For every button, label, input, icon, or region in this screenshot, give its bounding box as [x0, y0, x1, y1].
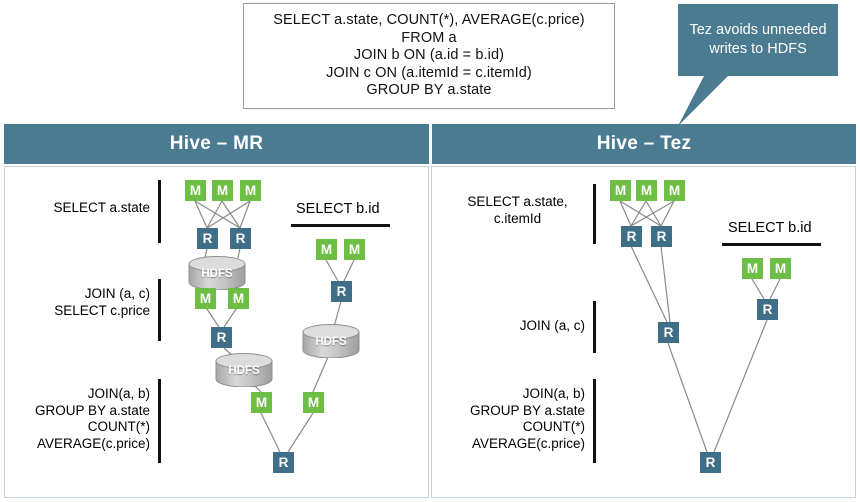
query-line-3: JOIN b ON (a.id = b.id)	[353, 47, 505, 64]
query-line-2: FROM a	[401, 29, 457, 46]
query-line-1: SELECT a.state, COUNT(*), AVERAGE(c.pric…	[273, 12, 585, 29]
mr-mapper-node: M	[228, 288, 249, 309]
mr-subhead-select-bid: SELECT b.id	[296, 201, 380, 217]
query-line-5: GROUP BY a.state	[366, 82, 492, 99]
mr-hdfs-store: HDFS	[188, 256, 246, 291]
mr-hdfs-store: HDFS	[215, 353, 273, 388]
callout-text: Tez avoids unneeded writes to HDFS	[689, 22, 827, 57]
hdfs-label: HDFS	[228, 365, 260, 377]
hdfs-cylinder-icon	[188, 256, 246, 291]
mr-stage-label-1: SELECT a.state	[53, 200, 150, 215]
mr-mapper-node: M	[195, 288, 216, 309]
mr-final-reducer-node: R	[273, 452, 294, 473]
callout-tail-icon	[678, 74, 730, 126]
tez-final-reducer-node: R	[700, 452, 721, 473]
tez-stage-label-3: JOIN(a, b) GROUP BY a.state COUNT(*) AVE…	[469, 386, 585, 451]
mr-stage-label-3: JOIN(a, b) GROUP BY a.state COUNT(*) AVE…	[34, 386, 150, 451]
mr-branch-mapper-node: M	[316, 239, 337, 260]
mr-bottom-mapper-node: M	[251, 392, 272, 413]
tez-stage-bar-1	[593, 184, 596, 244]
tez-branch-mapper-node: M	[770, 258, 791, 279]
callout-box: Tez avoids unneeded writes to HDFS	[678, 4, 838, 76]
hdfs-cylinder-icon	[302, 324, 360, 359]
mr-stage-bar-2	[158, 279, 161, 341]
mr-mapper-node: M	[212, 180, 233, 201]
mr-reducer-node: R	[197, 228, 218, 249]
tez-reducer-node: R	[651, 226, 672, 247]
comparison-header-bar: Hive – MR Hive – Tez	[4, 124, 856, 164]
mr-branch-reducer-node: R	[331, 281, 352, 302]
mr-hdfs-store: HDFS	[302, 324, 360, 359]
mr-reducer-node: R	[211, 327, 232, 348]
tez-mapper-node: M	[664, 180, 685, 201]
tez-stage-label-1: SELECT a.state, c.itemId	[467, 194, 568, 226]
mr-mapper-node: M	[240, 180, 261, 201]
tez-branch-mapper-node: M	[742, 258, 763, 279]
callout: Tez avoids unneeded writes to HDFS	[678, 4, 838, 126]
mr-stage-bar-3	[158, 379, 161, 463]
sql-query-box: SELECT a.state, COUNT(*), AVERAGE(c.pric…	[243, 3, 615, 109]
hdfs-cylinder-icon	[215, 353, 273, 388]
tez-subhead-rule	[722, 243, 821, 246]
tez-mapper-node: M	[610, 180, 631, 201]
mr-mapper-node: M	[185, 180, 206, 201]
tez-branch-reducer-node: R	[757, 299, 778, 320]
tez-reducer-node: R	[621, 226, 642, 247]
tez-join-reducer-node: R	[658, 322, 679, 343]
header-title-tez: Hive – Tez	[596, 133, 692, 154]
tez-mapper-node: M	[636, 180, 657, 201]
tez-stage-bar-2	[593, 301, 596, 353]
mr-stage-bar-1	[158, 180, 161, 243]
mr-subhead-rule	[291, 224, 390, 227]
tez-subhead-select-bid: SELECT b.id	[728, 220, 812, 236]
hdfs-label: HDFS	[201, 268, 233, 280]
tez-stage-label-2: JOIN (a, c)	[519, 318, 585, 333]
mr-branch-mapper-node: M	[344, 239, 365, 260]
header-title-mr: Hive – MR	[169, 133, 264, 154]
header-divider	[429, 124, 432, 164]
hdfs-label: HDFS	[315, 336, 347, 348]
mr-stage-label-2: JOIN (a, c) SELECT c.price	[54, 286, 150, 318]
mr-reducer-node: R	[230, 228, 251, 249]
mr-bottom-mapper-node: M	[303, 392, 324, 413]
tez-stage-bar-3	[593, 379, 596, 463]
query-line-4: JOIN c ON (a.itemId = c.itemId)	[326, 64, 532, 81]
